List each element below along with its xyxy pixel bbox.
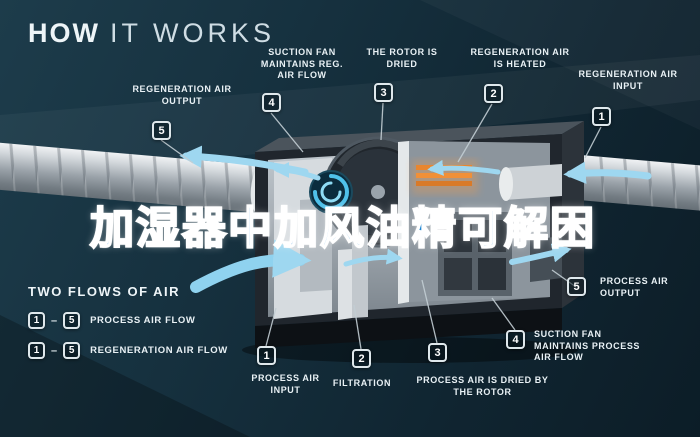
label-process-air-dried: PROCESS AIR IS DRIED BY THE ROTOR [416, 375, 549, 397]
regeneration-input-arrow [563, 161, 652, 184]
process-intake-arrow [190, 239, 312, 293]
step-badge-2-filtration: 2 [352, 349, 371, 368]
label-suction-fan-process: SUCTION FAN MAINTAINS PROCESS AIR FLOW [534, 329, 641, 363]
label-filtration: FILTRATION [332, 378, 392, 388]
label-regeneration-air-heated: REGENERATION AIR IS HEATED [470, 47, 570, 69]
regeneration-duct-right [554, 153, 700, 212]
page-title: HOW IT WORKS [28, 18, 275, 49]
step-badge-1-regeneration-input: 1 [592, 107, 611, 126]
airflow-arrows [179, 145, 652, 293]
legend-row-regeneration-air: 1 – 5 REGENERATION AIR FLOW [28, 342, 228, 359]
step-badge-3-rotor-dried: 3 [374, 83, 393, 102]
suction-fan [309, 170, 353, 214]
label-regeneration-air-output: REGENERATION AIR OUTPUT [132, 84, 232, 106]
heated-air-arrow [427, 159, 501, 176]
machine-base [255, 308, 562, 348]
step-badge-5-regeneration-output: 5 [152, 121, 171, 140]
step-badge-2-air-heated: 2 [484, 84, 503, 103]
label-rotor-is-dried: THE ROTOR IS DRIED [366, 47, 438, 69]
process-output-arrow [509, 243, 572, 265]
legend-badge-process-to: 5 [63, 312, 81, 329]
fan-exhaust-arrow [273, 162, 321, 181]
step-badge-4-suction-fan-process: 4 [506, 330, 525, 349]
legend-badge-process-from: 1 [28, 312, 45, 329]
label-process-air-input: PROCESS AIR INPUT [251, 373, 320, 395]
legend: TWO FLOWS OF AIR 1 – 5 PROCESS AIR FLOW … [28, 284, 228, 359]
legend-badge-regen-to: 5 [63, 342, 81, 359]
label-suction-fan-reg: SUCTION FAN MAINTAINS REG. AIR FLOW [260, 47, 344, 81]
legend-label-regeneration-air-flow: REGENERATION AIR FLOW [90, 345, 228, 356]
legend-dash-process: – [51, 314, 58, 327]
legend-row-process-air: 1 – 5 PROCESS AIR FLOW [28, 312, 228, 329]
title-word-how: HOW [28, 18, 100, 48]
step-badge-4-suction-fan-reg: 4 [262, 93, 281, 112]
chinese-watermark-text: 加湿器中加风油精可解困 [89, 203, 596, 254]
label-process-air-output: PROCESS AIR OUTPUT [600, 276, 669, 298]
filter-panel [352, 225, 368, 318]
label-regeneration-air-input: REGENERATION AIR INPUT [578, 69, 678, 91]
legend-dash-regen: – [51, 344, 58, 357]
legend-badge-regen-from: 1 [28, 342, 45, 359]
legend-heading: TWO FLOWS OF AIR [28, 284, 181, 299]
title-words-it-works: IT WORKS [109, 18, 275, 48]
heater [412, 160, 478, 194]
process-inner-arrow [343, 248, 403, 267]
step-badge-5-process-output: 5 [567, 277, 586, 296]
step-badge-3-process-dried: 3 [428, 343, 447, 362]
callout-lines [160, 102, 602, 350]
step-badge-1-process-input: 1 [257, 346, 276, 365]
legend-label-process-air-flow: PROCESS AIR FLOW [90, 315, 196, 326]
